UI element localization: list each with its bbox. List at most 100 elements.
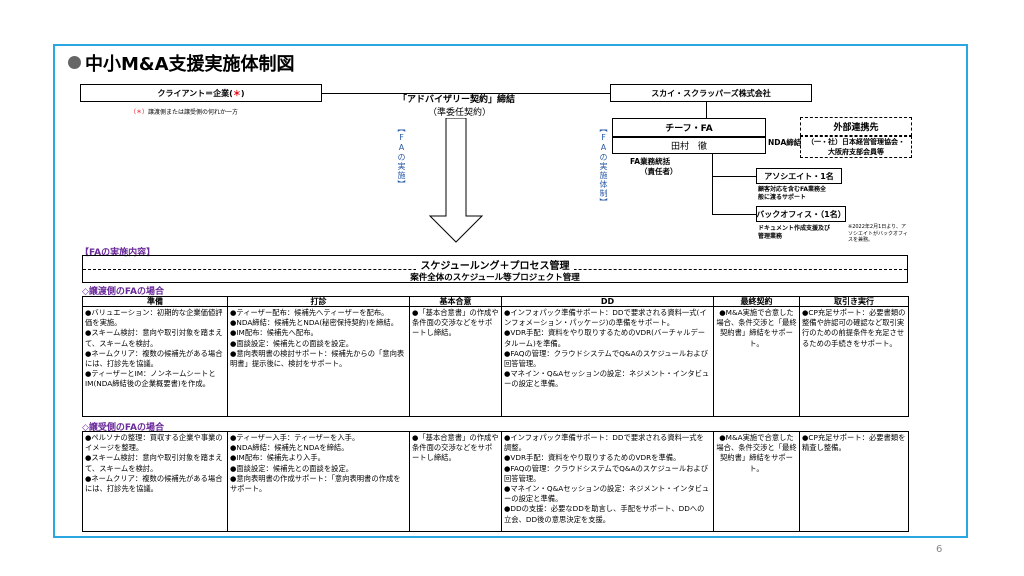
list-item: ●VDR手配：資料をやり取りするためのVDRを準備。 <box>504 453 681 463</box>
client-note: （＊）譲渡側または譲受側の何れか一方 <box>130 107 238 116</box>
list-item: ●NDA締結：候補先とNDA(秘密保持契約)を締結。 <box>230 318 398 328</box>
down-arrow-icon <box>428 118 484 243</box>
client-box-mark: ＊ <box>232 88 241 98</box>
list-item: ●CP充足サポート：必要書類の整備や許認可の確認など取引実行のための前提条件を充… <box>802 308 906 348</box>
fa-label-right: 【FAの実施体制】 <box>599 124 608 207</box>
contract-sub: （準委任契約） <box>428 108 492 118</box>
list-item: ●CP充足サポート：必要書類を精査し整備。 <box>802 433 906 453</box>
associate-box: アソシエイト・1名 <box>756 168 842 184</box>
buyer-cell-dd: ●インフォパック準備サポート：DDで要求される資料一式を調整。 ●VDR手配：資… <box>501 431 714 532</box>
chief-name-box: 田村 徹 <box>612 137 766 154</box>
buyer-title: ◇譲受側のFAの場合 <box>82 423 165 433</box>
list-item: ●面談設定：候補先との面談を設定。 <box>230 463 354 473</box>
seller-col-header: 準備 <box>82 296 228 307</box>
seller-cell-prep: ●バリュエーション：初期的な企業価値評価を実施。 ●スキーム検討：意向や取引対象… <box>82 306 228 417</box>
external-line1: （一・社）日本経営管理協会・ <box>807 138 905 146</box>
list-item: ●インフォパック準備サポート：DDで要求される資料一式(インフォメーション・パッ… <box>504 308 707 328</box>
external-title-box: 外部連携先 <box>800 117 912 136</box>
seller-col-header: 最終契約 <box>713 296 800 307</box>
backoffice-small-2: ソシエイトがバックオフィ <box>848 230 908 237</box>
list-item: ●バリュエーション：初期的な企業価値評価を実施。 <box>85 308 223 328</box>
list-item: ●M&A実施で合意した場合、条件交渉と「最終契約書」締結をサポート。 <box>716 308 797 348</box>
client-box-pre: クライアント＝企業( <box>157 88 233 98</box>
list-item: ●マネイン・Q&Aセッションの設定：ネジメント・インタビューの設定と準備。 <box>504 369 710 389</box>
seller-header-row: 準備 打診 基本合意 DD 最終契約 取引き実行 <box>82 296 909 307</box>
buyer-cell-prep: ●ペルソナの整理：買収する企業や事業のイメージを整理。 ●スキーム検討：意向や取… <box>82 431 228 532</box>
contract-label: 「アドバイザリー契約」締結 <box>398 95 516 105</box>
list-item: ●ネームクリア：複数の候補先がある場合には、打診先を協議。 <box>85 348 223 369</box>
buyer-cell-sounding: ●ティーザー入手：ティーザーを入手。 ●NDA締結：候補先とNDAを締結。 ●I… <box>227 431 410 532</box>
seller-cell-loi: ●「基本合意書」の作成や条件面の交渉などをサポートし締結。 <box>409 306 502 417</box>
backoffice-small-3: スを兼務。 <box>848 237 874 243</box>
fa-manager: FA業務統括 <box>630 157 671 166</box>
backoffice-note-1: ドキュメント作成支援及び <box>758 225 831 232</box>
seller-col-header: 取引き実行 <box>799 296 909 307</box>
buyer-cell-final: ●M&A実施で合意した場合、条件交渉と「最終契約書」締結をサポート。 <box>713 431 800 532</box>
seller-cell-closing: ●CP充足サポート：必要書類の整備や許認可の確認など取引実行のための前提条件を充… <box>799 306 909 417</box>
list-item: ●「基本合意書」の作成や条件面の交渉などをサポートし締結。 <box>412 433 499 463</box>
title-text: 中小M&A支援実施体制図 <box>85 54 295 75</box>
list-item: ●ティーザーとIM：ノンネームシートとIM(NDA締結後の企業概要書)を作成。 <box>85 369 216 389</box>
client-box: クライアント＝企業(＊) <box>80 84 322 102</box>
slide-frame <box>53 44 968 538</box>
chief-fa-box: チーフ・FA <box>612 118 766 137</box>
external-line2: 大阪府支部会員等 <box>828 147 884 156</box>
backoffice-note-2: 管理業務 <box>758 233 783 240</box>
list-item: ●面談設定：候補先との面談を設定。 <box>230 338 354 348</box>
contract-line <box>322 93 610 94</box>
client-note-text: 譲渡側または譲受側の何れか一方 <box>148 109 239 116</box>
fa-manager-sub: （責任者） <box>640 167 678 176</box>
client-note-mark: （＊） <box>130 109 149 116</box>
schedule-title: スケジュールング＋プロセス管理 <box>416 261 574 272</box>
seller-body-row: ●バリュエーション：初期的な企業価値評価を実施。 ●スキーム検討：意向や取引対象… <box>82 306 909 417</box>
seller-title: ◇譲渡側のFAの場合 <box>82 287 165 297</box>
tree-branch-associate <box>712 176 756 177</box>
seller-col-header: 基本合意 <box>409 296 502 307</box>
client-box-post: ) <box>240 88 245 98</box>
external-detail-box: （一・社）日本経営管理協会・ 大阪府支部会員等 <box>800 136 912 158</box>
seller-table: 準備 打診 基本合意 DD 最終契約 取引き実行 ●バリュエーション：初期的な企… <box>82 296 909 417</box>
backoffice-box: バックオフィス・（1名） <box>756 206 846 222</box>
buyer-table: ●ペルソナの整理：買収する企業や事業のイメージを整理。 ●スキーム検討：意向や取… <box>82 431 909 532</box>
list-item: ●意向表明書の検討サポート：候補先からの「意向表明書」提示後に、検討をサポート。 <box>230 348 405 369</box>
list-item: ●IM配布：候補先へ配布。 <box>230 328 318 338</box>
tree-branch-backoffice <box>712 214 756 215</box>
seller-col-header: DD <box>501 296 714 307</box>
seller-cell-dd: ●インフォパック準備サポート：DDで要求される資料一式(インフォメーション・パッ… <box>501 306 714 417</box>
list-item: ●DDの支援：必要なDDを助言し、手配をサポート、DDへの立会、DD後の意思決定… <box>504 504 705 524</box>
schedule-sub: 案件全体のスケジュール等プロジェクト管理 <box>410 273 580 283</box>
seller-cell-final: ●M&A実施で合意した場合、条件交渉と「最終契約書」締結をサポート。 <box>713 306 800 417</box>
list-item: ●マネイン・Q&Aセッションの設定：ネジメント・インタビューの設定と準備。 <box>504 484 710 504</box>
backoffice-note: ドキュメント作成支援及び 管理業務 <box>758 225 830 241</box>
list-item: ●FAQの管理：クラウドシステムでQ&Aのスケジュールおよび回答管理。 <box>504 463 709 483</box>
nda-label: NDA締結 <box>768 138 802 147</box>
page-title: 中小M&A支援実施体制図 <box>68 50 295 76</box>
seller-cell-sounding: ●ティーザー配布：候補先へティーザーを配布。 ●NDA締結：候補先とNDA(秘密… <box>227 306 410 417</box>
list-item: ●VDR手配：資料をやり取りするためのVDR(バーチャルデータルーム)を準備。 <box>504 328 706 348</box>
list-item: ●IM配布：候補先より入手。 <box>230 453 325 463</box>
associate-note-2: 般に渡るサポート <box>758 194 807 201</box>
associate-note: 顧客対応を含むFA業務全 般に渡るサポート <box>758 186 826 202</box>
buyer-cell-closing: ●CP充足サポート：必要書類を精査し整備。 <box>799 431 909 532</box>
list-item: ●FAQの管理：クラウドシステムでQ&Aのスケジュールおよび回答管理。 <box>504 348 709 369</box>
buyer-body-row: ●ペルソナの整理：買収する企業や事業のイメージを整理。 ●スキーム検討：意向や取… <box>82 431 909 532</box>
backoffice-small-note: ※2022年2月1日より、ア ソシエイトがバックオフィ スを兼務。 <box>848 224 908 244</box>
list-item: ●ペルソナの整理：買収する企業や事業のイメージを整理。 <box>85 433 223 453</box>
backoffice-small-1: ※2022年2月1日より、ア <box>848 224 906 230</box>
list-item: ●スキーム検討：意向や取引対象を踏まえて、スキームを検討。 <box>85 328 223 348</box>
list-item: ●スキーム検討：意向や取引対象を踏まえて、スキームを検討。 <box>85 453 223 473</box>
company-box: スカイ・スクラッパーズ株式会社 <box>610 84 812 102</box>
page-number: 6 <box>936 544 943 555</box>
list-item: ●インフォパック準備サポート：DDで要求される資料一式を調整。 <box>504 433 704 453</box>
list-item: ●NDA締結：候補先とNDAを締結。 <box>230 443 349 453</box>
company-connector <box>706 102 707 118</box>
buyer-cell-loi: ●「基本合意書」の作成や条件面の交渉などをサポートし締結。 <box>409 431 502 532</box>
fa-content-title: 【FAの実施内容】 <box>80 248 156 258</box>
list-item: ●ティーザー入手：ティーザーを入手。 <box>230 433 360 442</box>
bullet-dot-icon <box>68 56 81 69</box>
list-item: ●M&A実施で合意した場合、条件交渉と「最終契約書」締結をサポート。 <box>716 433 797 473</box>
fa-label-left: 【FAの実施】 <box>397 124 406 189</box>
associate-note-1: 顧客対応を含むFA業務全 <box>758 186 827 193</box>
list-item: ●ネームクリア：複数の候補先がある場合には、打診先を協議。 <box>85 473 223 494</box>
list-item: ●ティーザー配布：候補先へティーザーを配布。 <box>230 308 389 317</box>
